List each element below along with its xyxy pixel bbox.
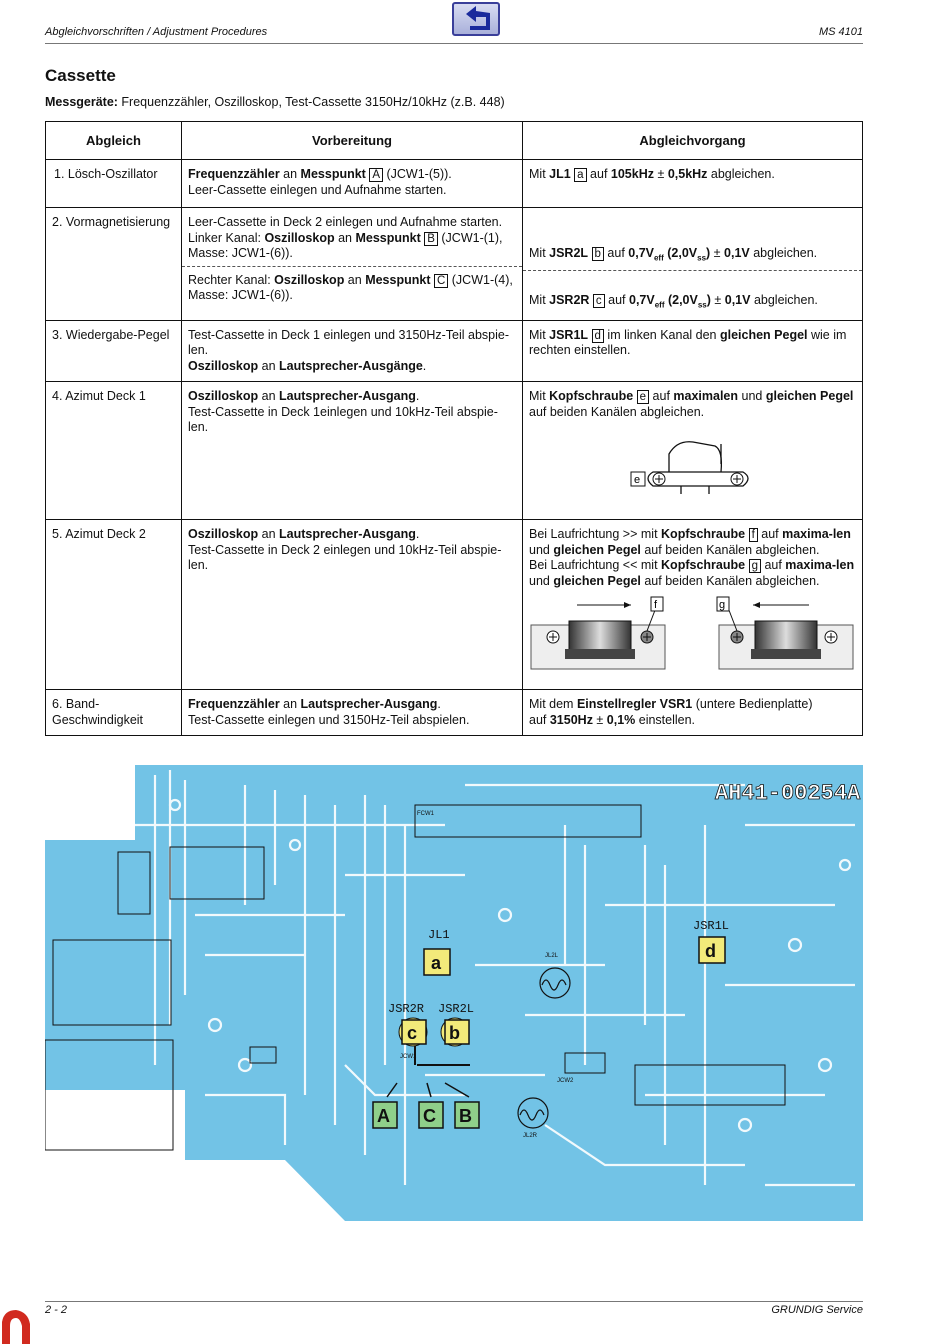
table-row: 1. Lösch-Oszillator Frequenzzähler an Me… xyxy=(45,159,863,208)
pcb-label-jsr2r: JSR2R xyxy=(388,1002,424,1016)
row-preparation: Leer-Cassette in Deck 2 einlegen und Auf… xyxy=(181,207,523,321)
pcb-label-jsr1l: JSR1L xyxy=(693,919,729,933)
header-abgleich: Abgleich xyxy=(45,121,182,160)
row-preparation: Frequenzzähler an Messpunkt A (JCW1-(5))… xyxy=(181,159,523,208)
back-arrow-icon xyxy=(466,6,490,30)
marker-C: C xyxy=(423,1106,436,1126)
header-vorbereitung: Vorbereitung xyxy=(181,121,523,160)
grundig-logo-icon xyxy=(2,1310,30,1344)
header-divider xyxy=(45,43,863,44)
row-title: 6. Band-Geschwindigkeit xyxy=(45,689,182,736)
table-header-row: Abgleich Vorbereitung Abgleichvorgang xyxy=(45,121,863,160)
row-title: 3. Wiedergabe-Pegel xyxy=(45,319,182,382)
svg-text:f: f xyxy=(654,599,658,611)
header-abgleichvorgang: Abgleichvorgang xyxy=(522,121,863,160)
header-right: MS 4101 xyxy=(818,26,863,38)
pcb-label-jl2r: JL2R xyxy=(523,1133,538,1139)
marker-a: a xyxy=(431,953,442,973)
section-title: Cassette xyxy=(45,66,116,85)
svg-text:g: g xyxy=(719,599,725,611)
row-procedure: Bei Laufrichtung >> mit Kopfschraube f a… xyxy=(522,519,863,690)
row-procedure: Mit dem Einstellregler VSR1 (untere Bedi… xyxy=(522,689,863,736)
pcb-label-jsr2l: JSR2L xyxy=(438,1002,474,1016)
row-procedure: Mit JSR2L b auf 0,7Veff (2,0Vss) ± 0,1V … xyxy=(522,207,863,321)
pcb-layout-diagram: AH41-00254A FCW1 JL1 JL2L JSR1L JSR2R JS… xyxy=(45,765,863,1221)
table-row: 2. Vormagnetisierung Leer-Cassette in De… xyxy=(45,207,863,321)
table-row: 3. Wiedergabe-Pegel Test-Cassette in Dec… xyxy=(45,319,863,382)
footer-right: GRUNDIG Service xyxy=(771,1304,863,1316)
pcb-label-jcw1: JCW1 xyxy=(400,1054,417,1060)
footer-divider xyxy=(45,1301,863,1302)
row-preparation: Oszilloskop an Lautsprecher-Ausgang.Test… xyxy=(181,519,523,690)
row-title: 5. Azimut Deck 2 xyxy=(45,519,182,690)
row-preparation: Frequenzzähler an Lautsprecher-Ausgang.T… xyxy=(181,689,523,736)
table-row: 6. Band-Geschwindigkeit Frequenzzähler a… xyxy=(45,689,863,736)
svg-text:e: e xyxy=(634,474,640,486)
row-title: 1. Lösch-Oszillator xyxy=(45,159,182,208)
page-number: 2 - 2 xyxy=(45,1304,68,1316)
back-button[interactable] xyxy=(452,2,500,36)
marker-A: A xyxy=(377,1106,390,1126)
row-title: 4. Azimut Deck 1 xyxy=(45,381,182,520)
marker-B: B xyxy=(459,1106,472,1126)
head-screw-diagram: e xyxy=(630,441,749,494)
table-row: 4. Azimut Deck 1 Oszilloskop an Lautspre… xyxy=(45,381,863,520)
row-preparation: Test-Cassette in Deck 1 einlegen und 315… xyxy=(181,319,523,382)
pcb-label-jl1: JL1 xyxy=(428,928,450,942)
marker-d: d xyxy=(705,941,716,961)
row-preparation: Oszilloskop an Lautsprecher-Ausgang.Test… xyxy=(181,381,523,520)
marker-c: c xyxy=(407,1023,417,1043)
row-title: 2. Vormagnetisierung xyxy=(45,207,182,321)
measurement-devices: Messgeräte: Frequenzzähler, Oszilloskop,… xyxy=(45,95,505,109)
row-procedure: Mit JSR1L d im linken Kanal den gleichen… xyxy=(522,319,863,382)
pcb-part-number: AH41-00254A xyxy=(715,781,861,806)
row-procedure: Mit JL1 a auf 105kHz ± 0,5kHz abgleichen… xyxy=(522,159,863,208)
pcb-label-fcw1: FCW1 xyxy=(417,811,435,817)
table-row: 5. Azimut Deck 2 Oszilloskop an Lautspre… xyxy=(45,519,863,690)
header-left: Abgleichvorschriften / Adjustment Proced… xyxy=(45,26,268,38)
adjustment-table: Abgleich Vorbereitung Abgleichvorgang 1.… xyxy=(45,121,863,736)
pcb-label-jcw2: JCW2 xyxy=(557,1078,574,1084)
azimuth-diagram: f g xyxy=(530,596,854,670)
marker-b: b xyxy=(449,1023,460,1043)
row-procedure: Mit Kopfschraube e auf maximalen und gle… xyxy=(522,381,863,520)
pcb-label-jl2l: JL2L xyxy=(545,953,559,959)
